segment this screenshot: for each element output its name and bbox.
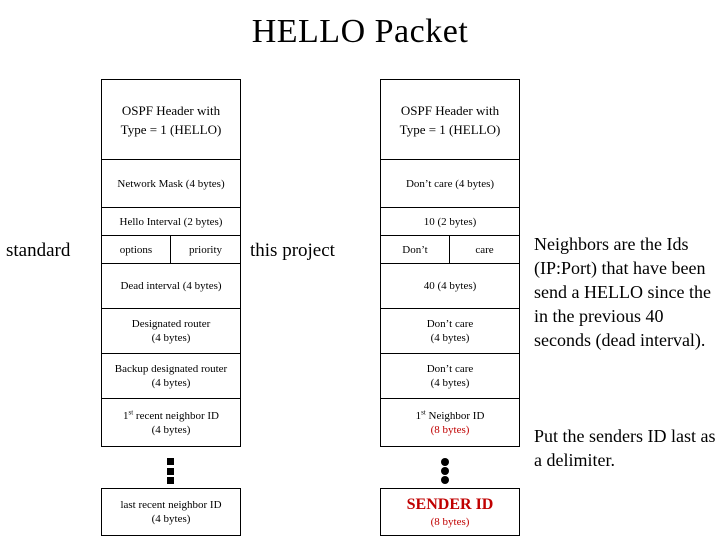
field-line2: (4 bytes): [151, 513, 191, 525]
field-line1-post: Neighbor ID: [425, 409, 485, 422]
dot-icon: [441, 458, 449, 466]
field-first-neighbor-id: 1st Neighbor ID (8 bytes): [381, 399, 519, 446]
field-line1: Backup designated router: [114, 363, 228, 375]
field-dontcare-split: Don’t care: [381, 236, 519, 264]
field-dontcare-networkmask: Don’t care (4 bytes): [381, 160, 519, 208]
field-hello-interval: Hello Interval (2 bytes): [102, 208, 240, 236]
field-line1: SENDER ID: [406, 496, 494, 513]
field-line1: Don’t care: [426, 318, 474, 330]
note-neighbors: Neighbors are the Ids (IP:Port) that hav…: [534, 234, 711, 350]
field-backup-designated-router: Backup designated router (4 bytes): [102, 354, 240, 399]
field-options-priority: options priority: [102, 236, 240, 264]
field-line2: (4 bytes): [430, 377, 470, 389]
field-line1: 40 (4 bytes): [423, 280, 477, 292]
dot-icon: [441, 467, 449, 475]
field-line1-pre: 1: [415, 409, 422, 422]
field-line1: 10 (2 bytes): [423, 215, 477, 228]
vertical-ellipsis-icon-standard: [163, 458, 177, 484]
dot-icon: [166, 458, 174, 465]
ordinal-suffix: st: [421, 407, 426, 416]
field-body: last recent neighbor ID (4 bytes): [102, 489, 240, 535]
field-dont: Don’t: [381, 236, 450, 263]
dot-icon: [441, 476, 449, 484]
field-line2: Type = 1 (HELLO): [120, 121, 222, 137]
page-title: HELLO Packet: [251, 13, 469, 50]
field-last-recent-neighbor-id: last recent neighbor ID (4 bytes): [101, 488, 241, 536]
field-line2: (4 bytes): [151, 377, 191, 389]
packet-diagram-project: OSPF Header with Type = 1 (HELLO) Don’t …: [380, 79, 520, 447]
field-body: SENDER ID (8 bytes): [381, 489, 519, 535]
label-this-project: this project: [250, 240, 335, 261]
field-line2: (4 bytes): [430, 332, 470, 344]
field-line1: 1st recent neighbor ID: [123, 407, 219, 423]
field-options: options: [102, 236, 171, 263]
packet-diagram-standard: OSPF Header with Type = 1 (HELLO) Networ…: [101, 79, 241, 447]
field-line1: Don’t care (4 bytes): [405, 177, 495, 190]
field-line1-post: recent neighbor ID: [133, 409, 219, 422]
field-line1-pre: 1: [123, 409, 129, 422]
field-line1: Designated router: [131, 318, 211, 330]
vertical-ellipsis-icon-project: [438, 458, 452, 484]
dot-icon: [166, 467, 174, 475]
field-ospf-header-standard: OSPF Header with Type = 1 (HELLO): [102, 80, 240, 160]
field-line2: Type = 1 (HELLO): [399, 121, 501, 137]
field-dead-interval: Dead interval (4 bytes): [102, 264, 240, 309]
field-line1: 1st Neighbor ID: [415, 407, 485, 423]
field-priority: priority: [189, 243, 222, 256]
field-line2: (8 bytes): [430, 423, 470, 436]
field-line2: (4 bytes): [151, 423, 191, 436]
field-dontcare-backup-router: Don’t care (4 bytes): [381, 354, 519, 399]
field-line1: OSPF Header with: [400, 102, 500, 118]
field-ospf-header-project: OSPF Header with Type = 1 (HELLO): [381, 80, 519, 160]
field-line1: Network Mask (4 bytes): [117, 177, 225, 190]
field-line2: (8 bytes): [430, 516, 470, 528]
field-line1: Hello Interval (2 bytes): [119, 215, 223, 228]
field-line1: Don’t care: [426, 363, 474, 375]
ordinal-suffix: st: [128, 407, 134, 416]
field-network-mask: Network Mask (4 bytes): [102, 160, 240, 208]
field-line1: OSPF Header with: [121, 102, 221, 118]
field-line1: Dead interval (4 bytes): [120, 280, 222, 292]
field-dead-interval-value: 40 (4 bytes): [381, 264, 519, 309]
field-care: care: [475, 243, 494, 256]
dot-icon: [166, 477, 174, 484]
field-designated-router: Designated router (4 bytes): [102, 309, 240, 354]
field-line1: last recent neighbor ID: [120, 499, 222, 511]
field-sender-id: SENDER ID (8 bytes): [380, 488, 520, 536]
field-line2: (4 bytes): [151, 332, 191, 344]
field-first-recent-neighbor-id: 1st recent neighbor ID (4 bytes): [102, 399, 240, 446]
field-dontcare-designated-router: Don’t care (4 bytes): [381, 309, 519, 354]
field-hello-interval-value: 10 (2 bytes): [381, 208, 519, 236]
label-standard: standard: [6, 240, 71, 261]
note-sender-delimiter: Put the senders ID last as a delimiter.: [534, 426, 716, 470]
